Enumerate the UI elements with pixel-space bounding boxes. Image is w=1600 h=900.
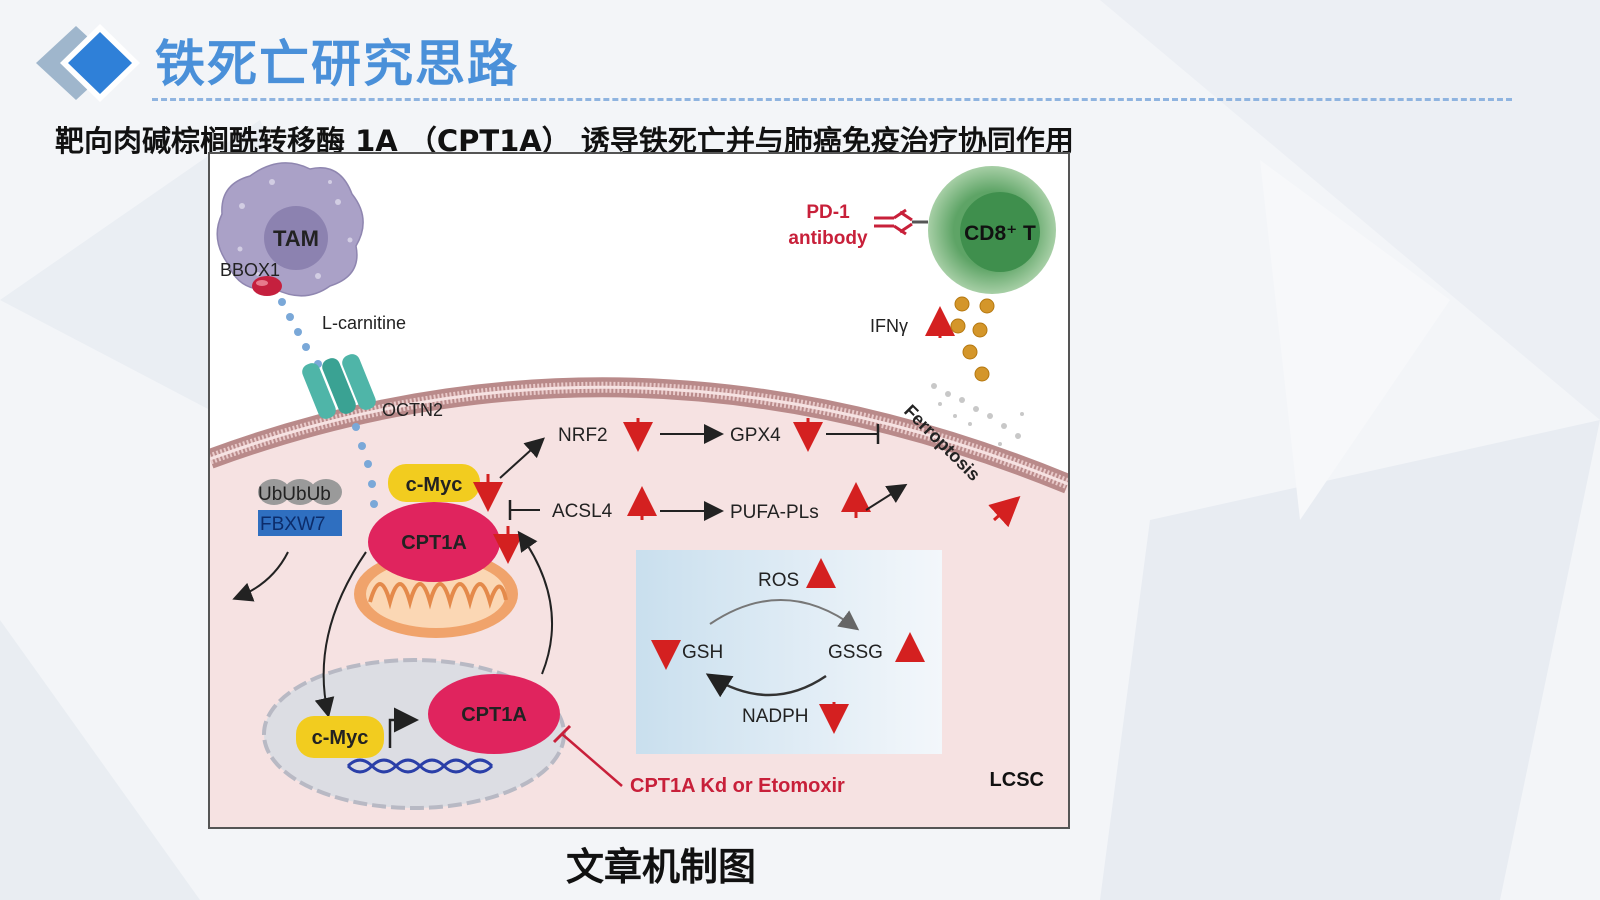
gpx4-label: GPX4	[730, 425, 781, 446]
mechanism-figure: TAM BBOX1 L-carnitine OCTN2 PD-1 antibod…	[208, 152, 1070, 829]
inhibitor-line	[561, 733, 623, 787]
acsl4-label: ACSL4	[552, 501, 613, 522]
antibody-icon	[874, 208, 928, 236]
l-carnitine-label: L-carnitine	[322, 313, 406, 333]
fbxw7-box	[258, 510, 342, 536]
cpt1a-cyto-badge	[368, 502, 500, 582]
ubiquitin-label: UbUbUb	[258, 484, 331, 505]
arrow-gsh-to-gssg	[709, 599, 860, 631]
damaged-membrane-dots	[931, 383, 1024, 446]
nadph-label: NADPH	[742, 706, 809, 727]
fbxw7-label: FBXW7	[260, 514, 325, 535]
nrf2-label: NRF2	[558, 425, 608, 446]
arrow-nucleus-to-cpt1a	[517, 530, 553, 675]
cmyc-nuc-label: c-Myc	[312, 727, 369, 749]
arrow-to-nrf2	[499, 437, 545, 479]
arrow-gssg-to-gsh	[705, 673, 827, 698]
l-carnitine-dots	[278, 298, 378, 508]
inhibitor-label: CPT1A Kd or Etomoxir	[630, 775, 845, 797]
octn2-transporter	[302, 354, 376, 419]
octn2-label: OCTN2	[382, 400, 443, 420]
arrow-pufa-ferroptosis	[865, 483, 908, 511]
arrow-cyto-to-nucleus	[314, 551, 367, 718]
tam-vesicles	[237, 179, 353, 279]
pd1-label: PD-1	[806, 202, 850, 223]
cmyc-cyto-label: c-Myc	[406, 474, 463, 496]
cpt1a-nuc-badge	[428, 674, 560, 754]
cpt1a-nuc-label: CPT1A	[461, 704, 527, 726]
diamond-logo-icon	[36, 24, 140, 102]
gsh-label: GSH	[682, 642, 723, 663]
bbox1-label: BBOX1	[220, 260, 280, 280]
cell-type-label: LCSC	[990, 769, 1044, 791]
ifng-label: IFNγ	[870, 316, 908, 336]
ubiquitin-chain	[258, 479, 342, 505]
cmyc-cyto-badge	[388, 464, 480, 502]
cmyc-nuc-badge	[296, 716, 384, 758]
cd8-nucleus	[960, 192, 1040, 272]
transcription-arrow	[388, 707, 419, 748]
figure-caption: 文章机制图	[566, 845, 757, 889]
title-divider	[152, 98, 1512, 101]
cpt1a-cyto-label: CPT1A	[401, 532, 467, 554]
ifng-granules	[950, 296, 995, 382]
tam-nucleus	[264, 206, 328, 270]
mechanism-diagram: TAM BBOX1 L-carnitine OCTN2 PD-1 antibod…	[210, 162, 1068, 827]
pufa-label: PUFA-PLs	[730, 502, 819, 523]
ros-label: ROS	[758, 570, 799, 591]
redox-cycle-box	[636, 550, 942, 754]
tam-label: TAM	[273, 226, 319, 251]
dna-helix	[346, 758, 494, 774]
gssg-label: GSSG	[828, 642, 883, 663]
ferroptosis-up-arrow	[988, 495, 1021, 528]
degradation-arrow	[232, 551, 289, 602]
page-title: 铁死亡研究思路	[155, 35, 519, 93]
cd8-label: CD8⁺ T	[964, 222, 1036, 245]
antibody-label: antibody	[788, 228, 868, 249]
